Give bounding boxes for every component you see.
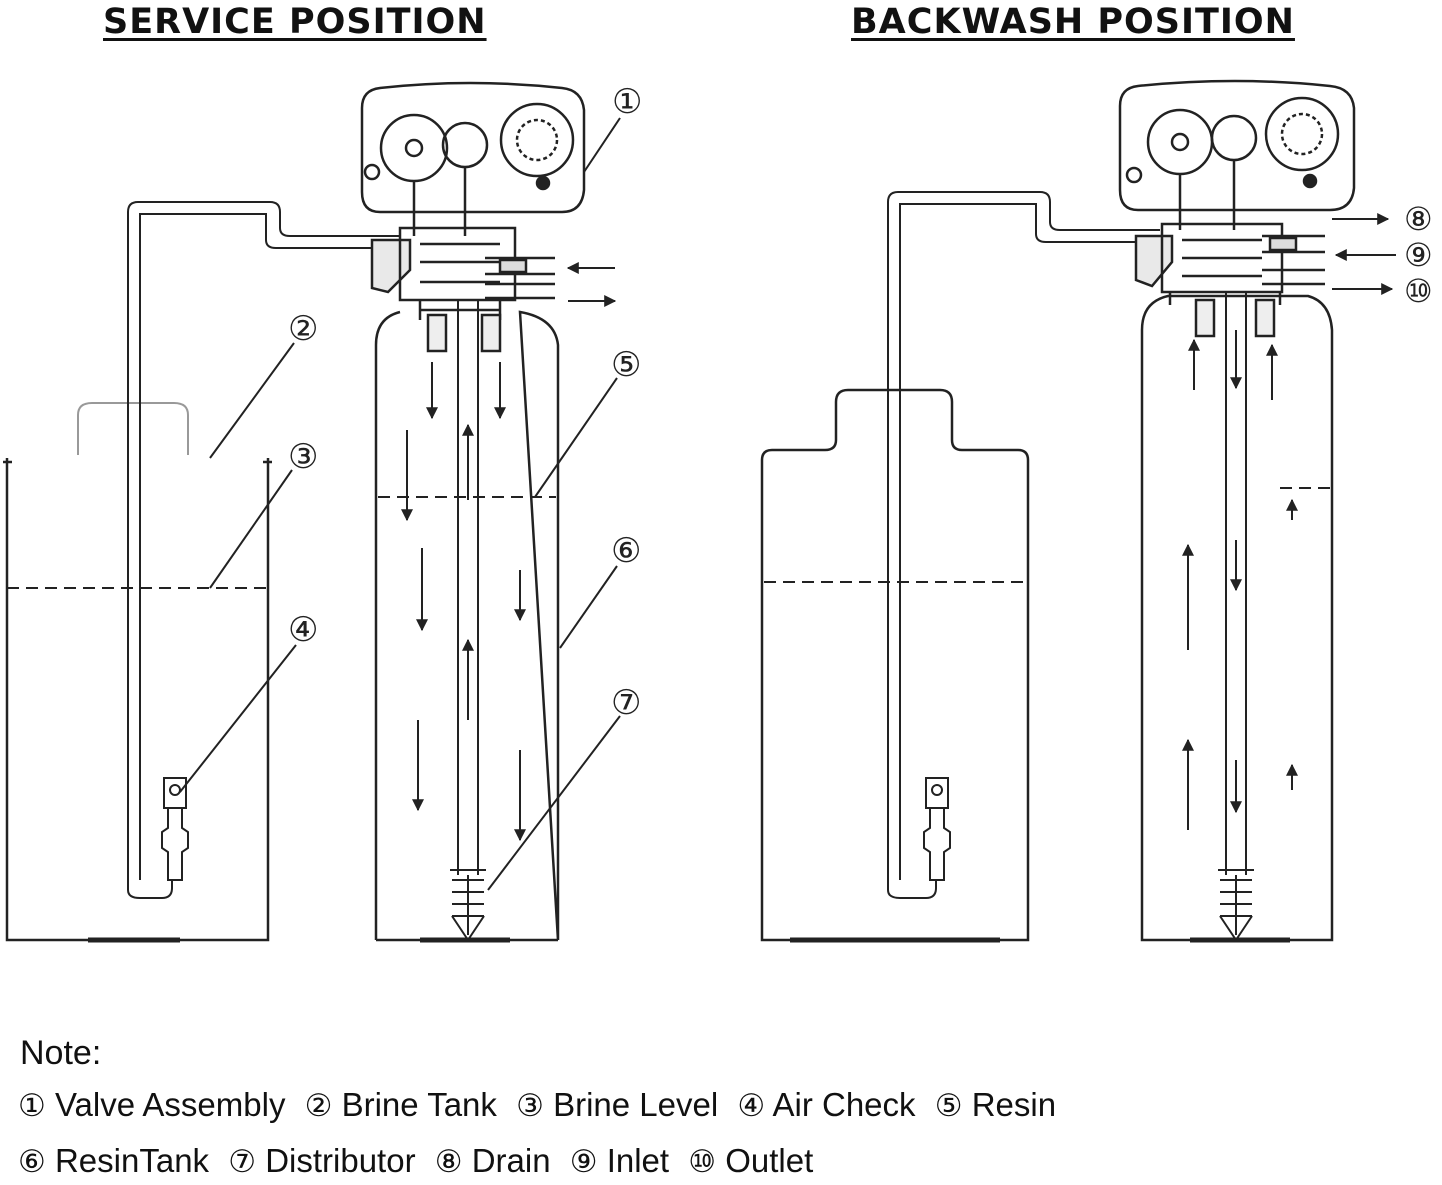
note-title: Note:	[20, 1034, 102, 1072]
legend-label: Resin	[971, 1086, 1057, 1123]
legend-label: Outlet	[725, 1142, 814, 1179]
service-callouts: ① ② ③ ④ ⑤ ⑥ ⑦	[288, 82, 642, 723]
legend-number: ③	[516, 1088, 544, 1124]
legend-number: ②	[304, 1088, 333, 1124]
service-brine-tank	[3, 402, 272, 943]
service-brine-line	[127, 201, 400, 899]
legend-row: ① Valve Assembly ② Brine Tank ③ Brine Le…	[18, 1086, 1066, 1124]
service-distributor	[450, 300, 486, 942]
legend-number: ⑩	[688, 1144, 717, 1180]
service-valve-assembly	[360, 81, 586, 320]
water-softener-diagram: ① ② ③ ④ ⑤ ⑥ ⑦	[3, 79, 1433, 943]
callout-9: ⑨	[1404, 236, 1433, 274]
legend-label: Brine Tank	[341, 1086, 497, 1123]
legend-item-outlet: ⑩ Outlet	[688, 1142, 814, 1180]
backwash-callouts: ⑧ ⑨ ⑩	[1404, 200, 1433, 310]
backwash-air-check	[923, 777, 951, 881]
legend-item-drain: ⑧ Drain	[434, 1142, 551, 1180]
legend-item-air-check: ④ Air Check	[737, 1086, 916, 1124]
legend-number: ⑥	[18, 1144, 46, 1180]
service-air-check	[161, 777, 189, 881]
service-resin-tank	[374, 308, 560, 943]
backwash-flow-arrows-ports	[1332, 213, 1396, 295]
legend-label: Inlet	[606, 1142, 670, 1179]
service-leader-lines	[179, 117, 621, 891]
legend-label: Drain	[471, 1142, 551, 1179]
backwash-valve-assembly	[1118, 79, 1356, 305]
backwash-flow-arrows-tank	[1182, 330, 1298, 830]
legend-number: ⑦	[228, 1144, 257, 1180]
legend-item-resin: ⑤ Resin	[934, 1086, 1057, 1124]
legend-label: Brine Level	[553, 1086, 719, 1123]
backwash-position-diagram: ⑧ ⑨ ⑩	[760, 79, 1433, 943]
service-position-title: SERVICE POSITION	[103, 2, 487, 42]
backwash-resin-tank	[1140, 294, 1334, 943]
callout-4: ④	[288, 610, 318, 650]
callout-5: ⑤	[611, 345, 641, 385]
backwash-brine-tank	[760, 388, 1030, 943]
callout-7: ⑦	[611, 683, 641, 723]
legend-item-brine-level: ③ Brine Level	[516, 1086, 719, 1124]
callout-2: ②	[288, 309, 318, 349]
legend-label: Valve Assembly	[54, 1086, 286, 1123]
service-flow-arrows-ports	[566, 262, 617, 307]
callout-1: ①	[612, 82, 642, 122]
legend-item-resin-tank: ⑥ ResinTank	[18, 1142, 210, 1180]
legend-label: Air Check	[772, 1086, 916, 1123]
legend-number: ①	[18, 1088, 46, 1124]
callout-6: ⑥	[611, 531, 641, 571]
legend-number: ⑤	[934, 1088, 963, 1124]
legend-item-valve-assembly: ① Valve Assembly	[18, 1086, 286, 1124]
backwash-position-title: BACKWASH POSITION	[851, 2, 1295, 42]
callout-10: ⑩	[1404, 272, 1433, 310]
legend-item-distributor: ⑦ Distributor	[228, 1142, 416, 1180]
callout-8: ⑧	[1404, 200, 1433, 238]
backwash-distributor	[1218, 292, 1254, 942]
legend-label: ResinTank	[54, 1142, 210, 1179]
legend-item-brine-tank: ② Brine Tank	[304, 1086, 497, 1124]
legend-row: ⑥ ResinTank ⑦ Distributor ⑧ Drain ⑨ Inle…	[18, 1142, 823, 1180]
service-flow-arrows-tank	[401, 362, 526, 842]
service-position-diagram: ① ② ③ ④ ⑤ ⑥ ⑦	[3, 81, 642, 943]
callout-3: ③	[288, 437, 318, 477]
legend-number: ⑨	[569, 1144, 598, 1180]
legend-number: ⑧	[434, 1144, 463, 1180]
legend-item-inlet: ⑨ Inlet	[569, 1142, 670, 1180]
backwash-brine-line	[887, 191, 1160, 899]
legend-label: Distributor	[265, 1142, 416, 1179]
legend-number: ④	[737, 1088, 766, 1124]
